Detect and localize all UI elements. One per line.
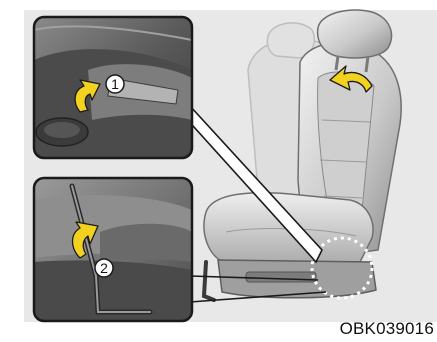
svg-text:2: 2 xyxy=(100,260,108,276)
inset-height-lever xyxy=(34,178,192,321)
callout-2: 2 xyxy=(95,259,113,277)
svg-text:1: 1 xyxy=(111,76,119,92)
callout-1: 1 xyxy=(106,75,124,93)
figure-code: OBK039016 xyxy=(340,319,434,339)
